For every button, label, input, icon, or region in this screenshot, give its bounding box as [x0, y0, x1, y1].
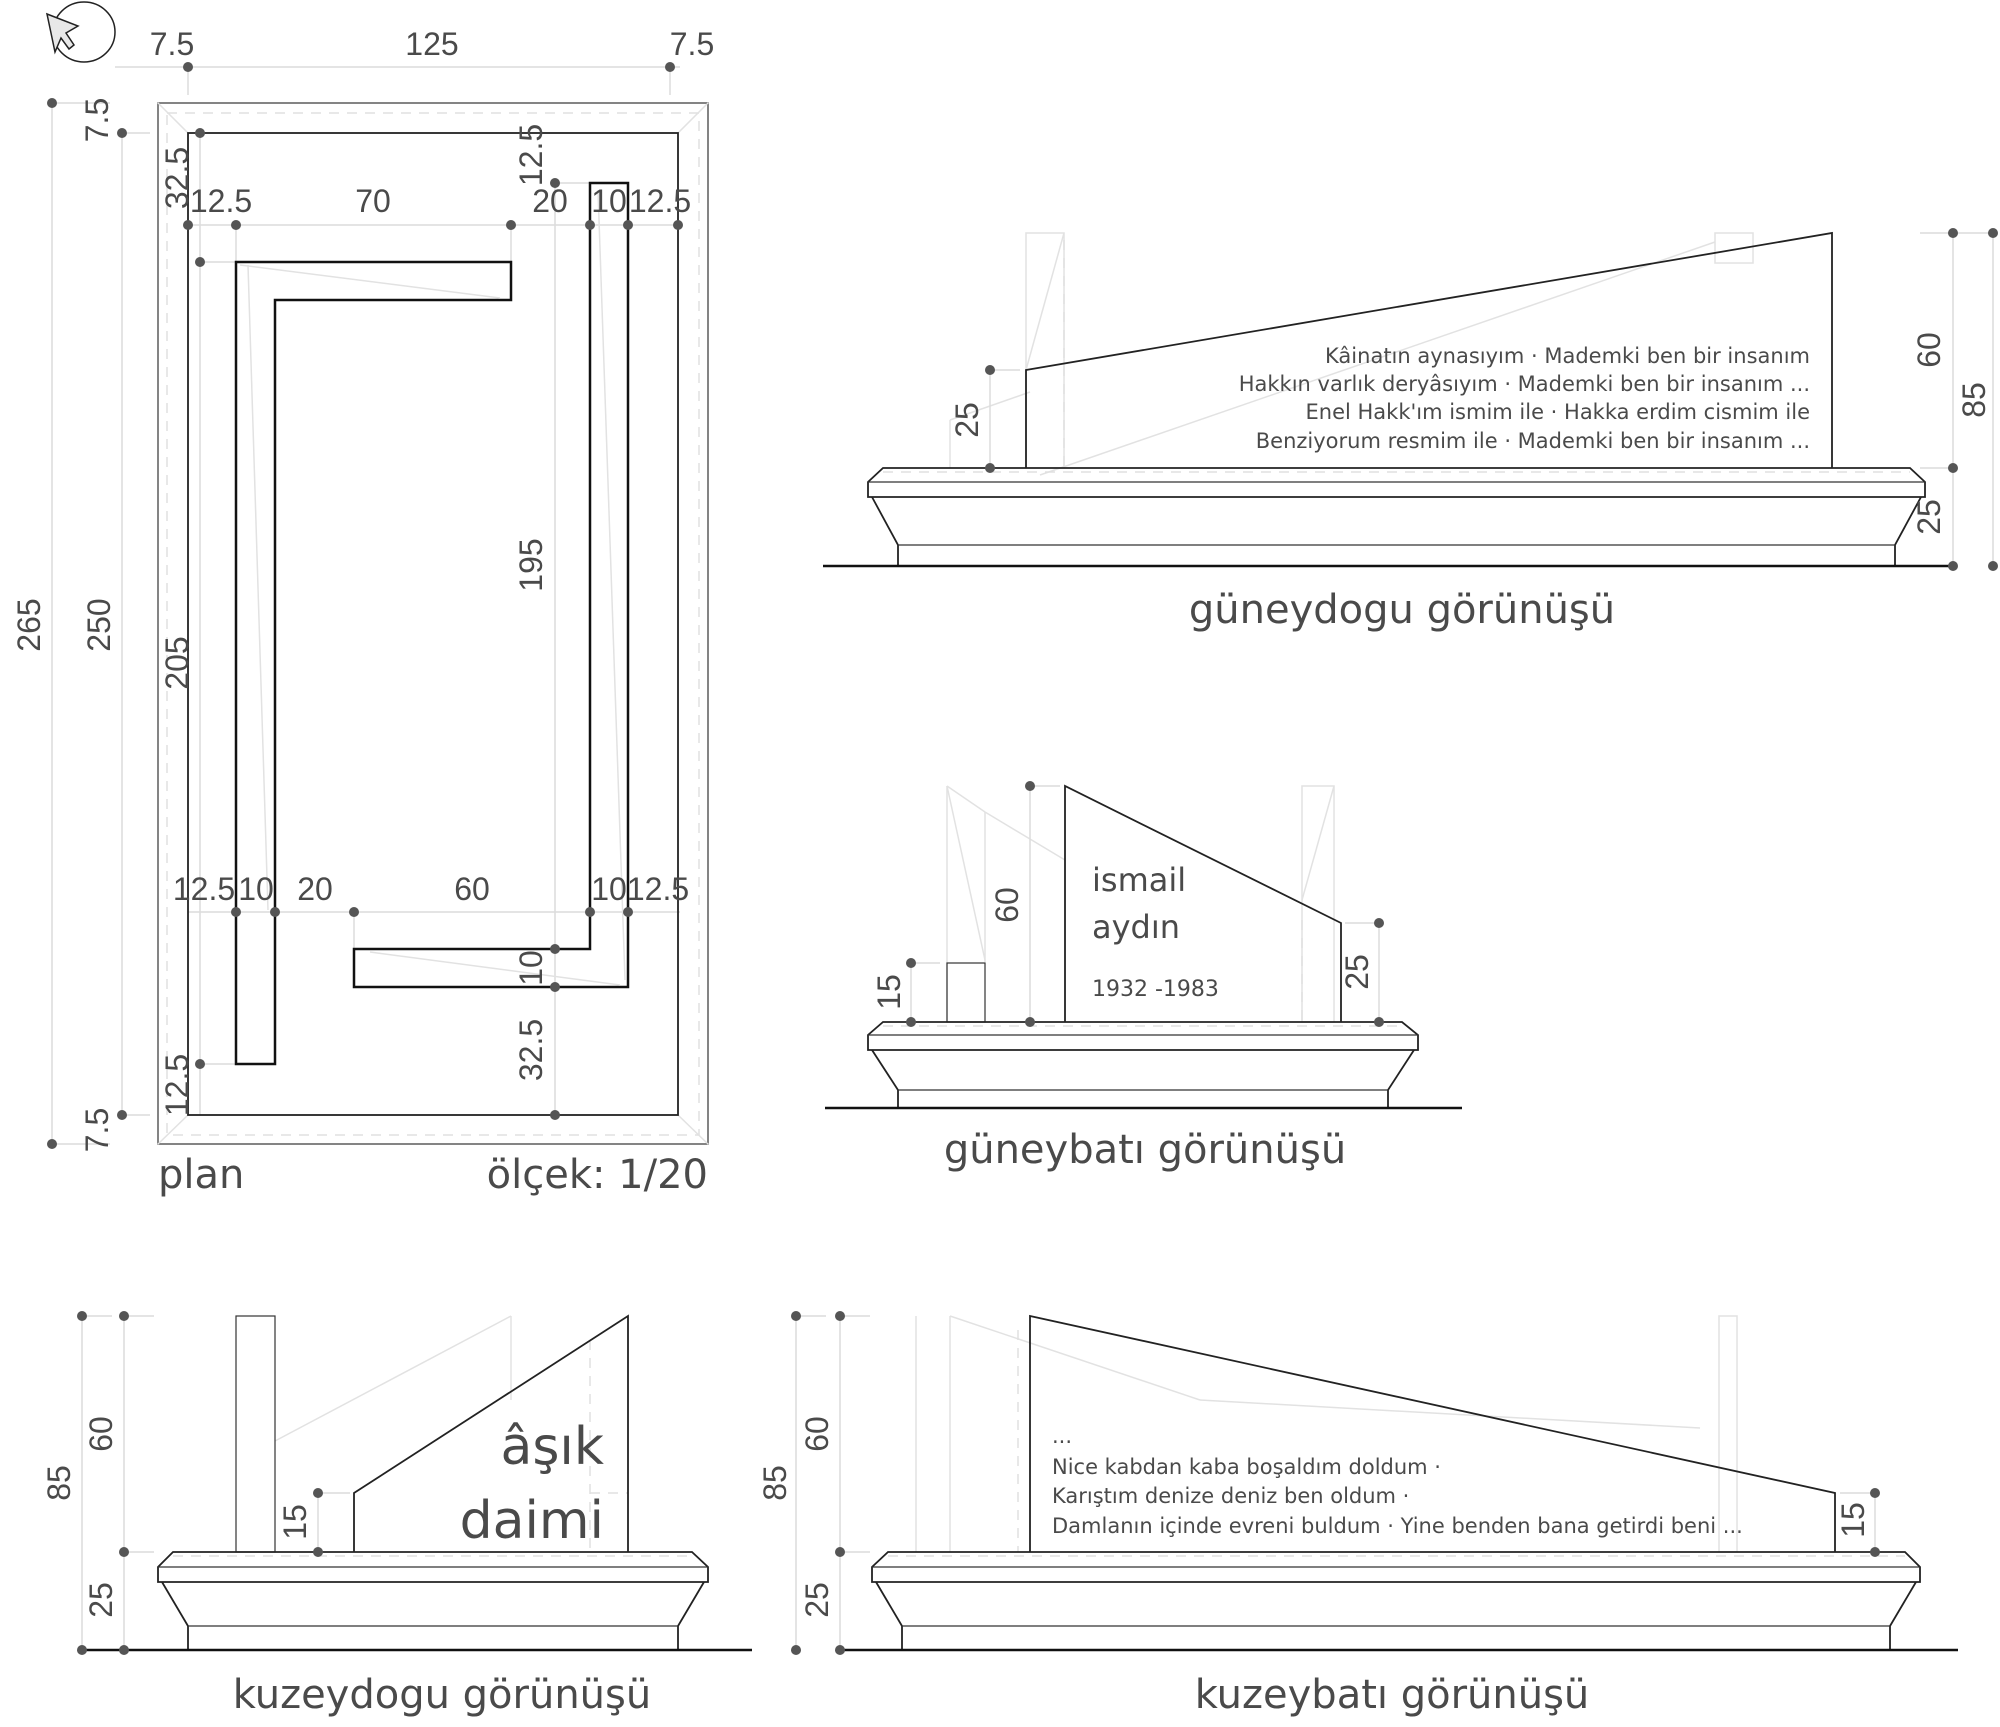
- plan-dim-inner: 250: [81, 598, 117, 651]
- plan-right-stone-hatch-2: [369, 951, 621, 986]
- plan-dim-row1-a: 12.5: [190, 183, 252, 219]
- southeast-dim-total: 85: [1956, 382, 1992, 418]
- southeast-dimension-guides: [989, 232, 1994, 566]
- plan-base-inner: [187, 132, 679, 1116]
- northwest-dim-total: 85: [757, 1465, 793, 1501]
- southwest-dim-stone: 60: [989, 887, 1025, 923]
- plan-label: plan: [158, 1152, 244, 1198]
- northeast-dim-total: 85: [41, 1465, 77, 1501]
- southeast-dim-base: 25: [1911, 499, 1947, 535]
- northeast-view-title: kuzeydogu görünüşü: [233, 1672, 651, 1718]
- northwest-view: 85 60 15 25 ... Nice kabdan kaba boşaldı…: [757, 1311, 1958, 1718]
- plan-dim-row1-b: 70: [355, 183, 391, 219]
- plan-left-stone-hatch-2: [247, 264, 269, 911]
- plan-dim-row2-c: 20: [297, 871, 333, 907]
- plan-dim-side-bottom: 7.5: [79, 1108, 115, 1152]
- northwest-inscription-line: Nice kabdan kaba boşaldım doldum ·: [1052, 1455, 1441, 1479]
- plan-base-dashed: [166, 112, 700, 1136]
- southeast-dim-low: 25: [949, 402, 985, 438]
- southwest-headstone: [1064, 784, 1342, 1022]
- southwest-name-line1: ismail: [1092, 861, 1186, 899]
- northeast-background-stones: [274, 1315, 512, 1442]
- northwest-inscription-line: Karıştım denize deniz ben oldum ·: [1052, 1484, 1409, 1508]
- southwest-small-stone: [946, 962, 986, 1023]
- plan-left-stone-hatch: [239, 264, 501, 299]
- plan-dim-row2-d: 60: [454, 871, 490, 907]
- plan-dimension-guides: [51, 66, 680, 1145]
- plan-dim-top-mid: 125: [405, 26, 458, 62]
- southeast-inscription-line: Benziyorum resmim ile · Mademki ben bir …: [1256, 429, 1810, 453]
- southwest-dimension-guides: [910, 785, 1380, 1022]
- northwest-dimension-dots: [791, 1311, 1880, 1655]
- southeast-inscription-line: Enel Hakk'ım ismim ile · Hakka erdim cis…: [1305, 400, 1810, 424]
- northeast-engraving-line2: daimi: [460, 1491, 604, 1551]
- plan-right-stone-hatch: [597, 189, 626, 981]
- plan-dim-row1-d: 10: [591, 183, 627, 219]
- plan-dim-row2-a: 12.5: [173, 871, 235, 907]
- plan-dim-side-top: 7.5: [79, 98, 115, 142]
- southeast-inscription-line: Hakkın varlık deryâsıyım · Mademki ben b…: [1239, 372, 1810, 396]
- northeast-dimension-guides: [81, 1315, 350, 1650]
- plan-view: 7.5 125 7.5 7.5 7.5 265 250 32.5 205 12.…: [11, 26, 714, 1198]
- plan-dim-row2-b: 10: [238, 871, 274, 907]
- southeast-dimension-dots: [985, 228, 1998, 571]
- northwest-dim-base: 25: [799, 1582, 835, 1618]
- plan-dim-top-left: 7.5: [150, 26, 194, 62]
- southeast-inscription-line: Kâinatın aynasıyım · Mademki ben bir ins…: [1325, 344, 1810, 368]
- plan-base-corner-lines: [157, 102, 709, 1145]
- northwest-base: [871, 1551, 1921, 1650]
- northeast-dim-base: 25: [83, 1582, 119, 1618]
- southwest-dates: 1932 -1983: [1092, 977, 1219, 1002]
- southeast-view-title: güneydogu görünüşü: [1189, 587, 1615, 633]
- plan-dim-right-top: 12.5: [513, 124, 549, 186]
- plan-dim-bottom-gap: 32.5: [513, 1019, 549, 1081]
- northwest-inscription-line: ...: [1052, 1424, 1072, 1448]
- plan-dim-top-right: 7.5: [670, 26, 714, 62]
- southwest-dim-small: 15: [871, 974, 907, 1010]
- plan-dim-left-bottom: 12.5: [159, 1054, 195, 1116]
- northeast-base: [157, 1551, 709, 1650]
- plan-scale: ölçek: 1/20: [487, 1152, 708, 1198]
- northeast-dim-low: 15: [277, 1504, 313, 1540]
- southwest-base: [867, 1021, 1419, 1108]
- plan-dim-row1-e: 12.5: [629, 183, 691, 219]
- southeast-view: 25 60 85 25 Kâinatın aynasıyım · Mademki…: [823, 228, 1998, 633]
- southwest-name-line2: aydın: [1092, 908, 1180, 946]
- northwest-dimension-guides: [795, 1315, 1876, 1650]
- northeast-engraving-line1: âşık: [500, 1417, 604, 1477]
- plan-dim-total: 265: [11, 598, 47, 651]
- southeast-dim-stone: 60: [1911, 332, 1947, 368]
- plan-dim-left-top: 32.5: [159, 147, 195, 209]
- northeast-upright-stone: [235, 1315, 276, 1553]
- northwest-view-title: kuzeybatı görünüşü: [1195, 1672, 1590, 1718]
- plan-dim-row2-f: 12.5: [627, 871, 689, 907]
- plan-dim-bar-thickness: 10: [513, 950, 549, 986]
- northeast-headstone: [353, 1314, 629, 1552]
- northwest-dim-low: 15: [1835, 1502, 1871, 1538]
- northeast-dimension-dots: [77, 1311, 323, 1655]
- southwest-view: 15 60 25 ismail aydın 1932 -1983 güneyba…: [825, 781, 1462, 1173]
- northeast-dim-stone: 60: [83, 1416, 119, 1452]
- southwest-dimension-dots: [906, 781, 1384, 1027]
- plan-dim-left-run: 205: [159, 636, 195, 689]
- plan-base-outer: [157, 102, 709, 1145]
- northeast-view: 85 60 15 25 âşık daimi kuzeydogu görünüş…: [41, 1311, 752, 1718]
- southeast-headstone: [1025, 231, 1833, 468]
- northwest-inscription-line: Damlanın içinde evreni buldum · Yine ben…: [1052, 1514, 1743, 1538]
- northwest-dim-stone: 60: [799, 1416, 835, 1452]
- plan-dim-right-run: 195: [513, 538, 549, 591]
- cursor-arrow-icon: [45, 1, 116, 63]
- northwest-headstone: [1029, 1314, 1836, 1552]
- plan-dim-row2-e: 10: [591, 871, 627, 907]
- southwest-view-title: güneybatı görünüşü: [944, 1127, 1346, 1173]
- plan-dimension-dots: [47, 62, 683, 1149]
- plan-right-stone: [352, 181, 630, 989]
- plan-dim-row1-c: 20: [532, 183, 568, 219]
- plan-left-stone: [234, 260, 513, 1066]
- northwest-background-stones: [949, 1315, 1738, 1553]
- southeast-base: [867, 467, 1926, 566]
- southwest-dim-low: 25: [1339, 954, 1375, 990]
